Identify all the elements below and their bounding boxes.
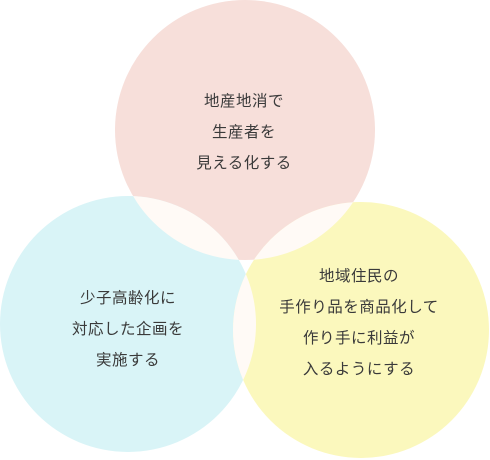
label-line: 地域住民の	[318, 267, 400, 285]
circle-top-label: 地産地消で 生産者を 見える化する	[196, 86, 292, 179]
label-line: 作り手に利益が	[302, 329, 416, 347]
label-line: 入るようにする	[302, 360, 416, 378]
label-line: 手作り品を商品化して	[279, 298, 439, 316]
label-line: 少子高齢化に	[79, 289, 177, 307]
circle-right	[233, 202, 489, 458]
circle-left	[0, 196, 256, 452]
label-line: 生産者を	[211, 123, 277, 141]
label-line: 地産地消で	[203, 92, 285, 110]
circle-right-label: 地域住民の 手作り品を商品化して 作り手に利益が 入るようにする	[279, 261, 439, 385]
label-line: 見える化する	[196, 154, 292, 172]
circle-top	[115, 0, 375, 260]
label-line: 対応した企画を	[71, 320, 185, 338]
circle-left-label: 少子高齢化に 対応した企画を 実施する	[72, 283, 184, 376]
label-line: 実施する	[95, 351, 161, 369]
